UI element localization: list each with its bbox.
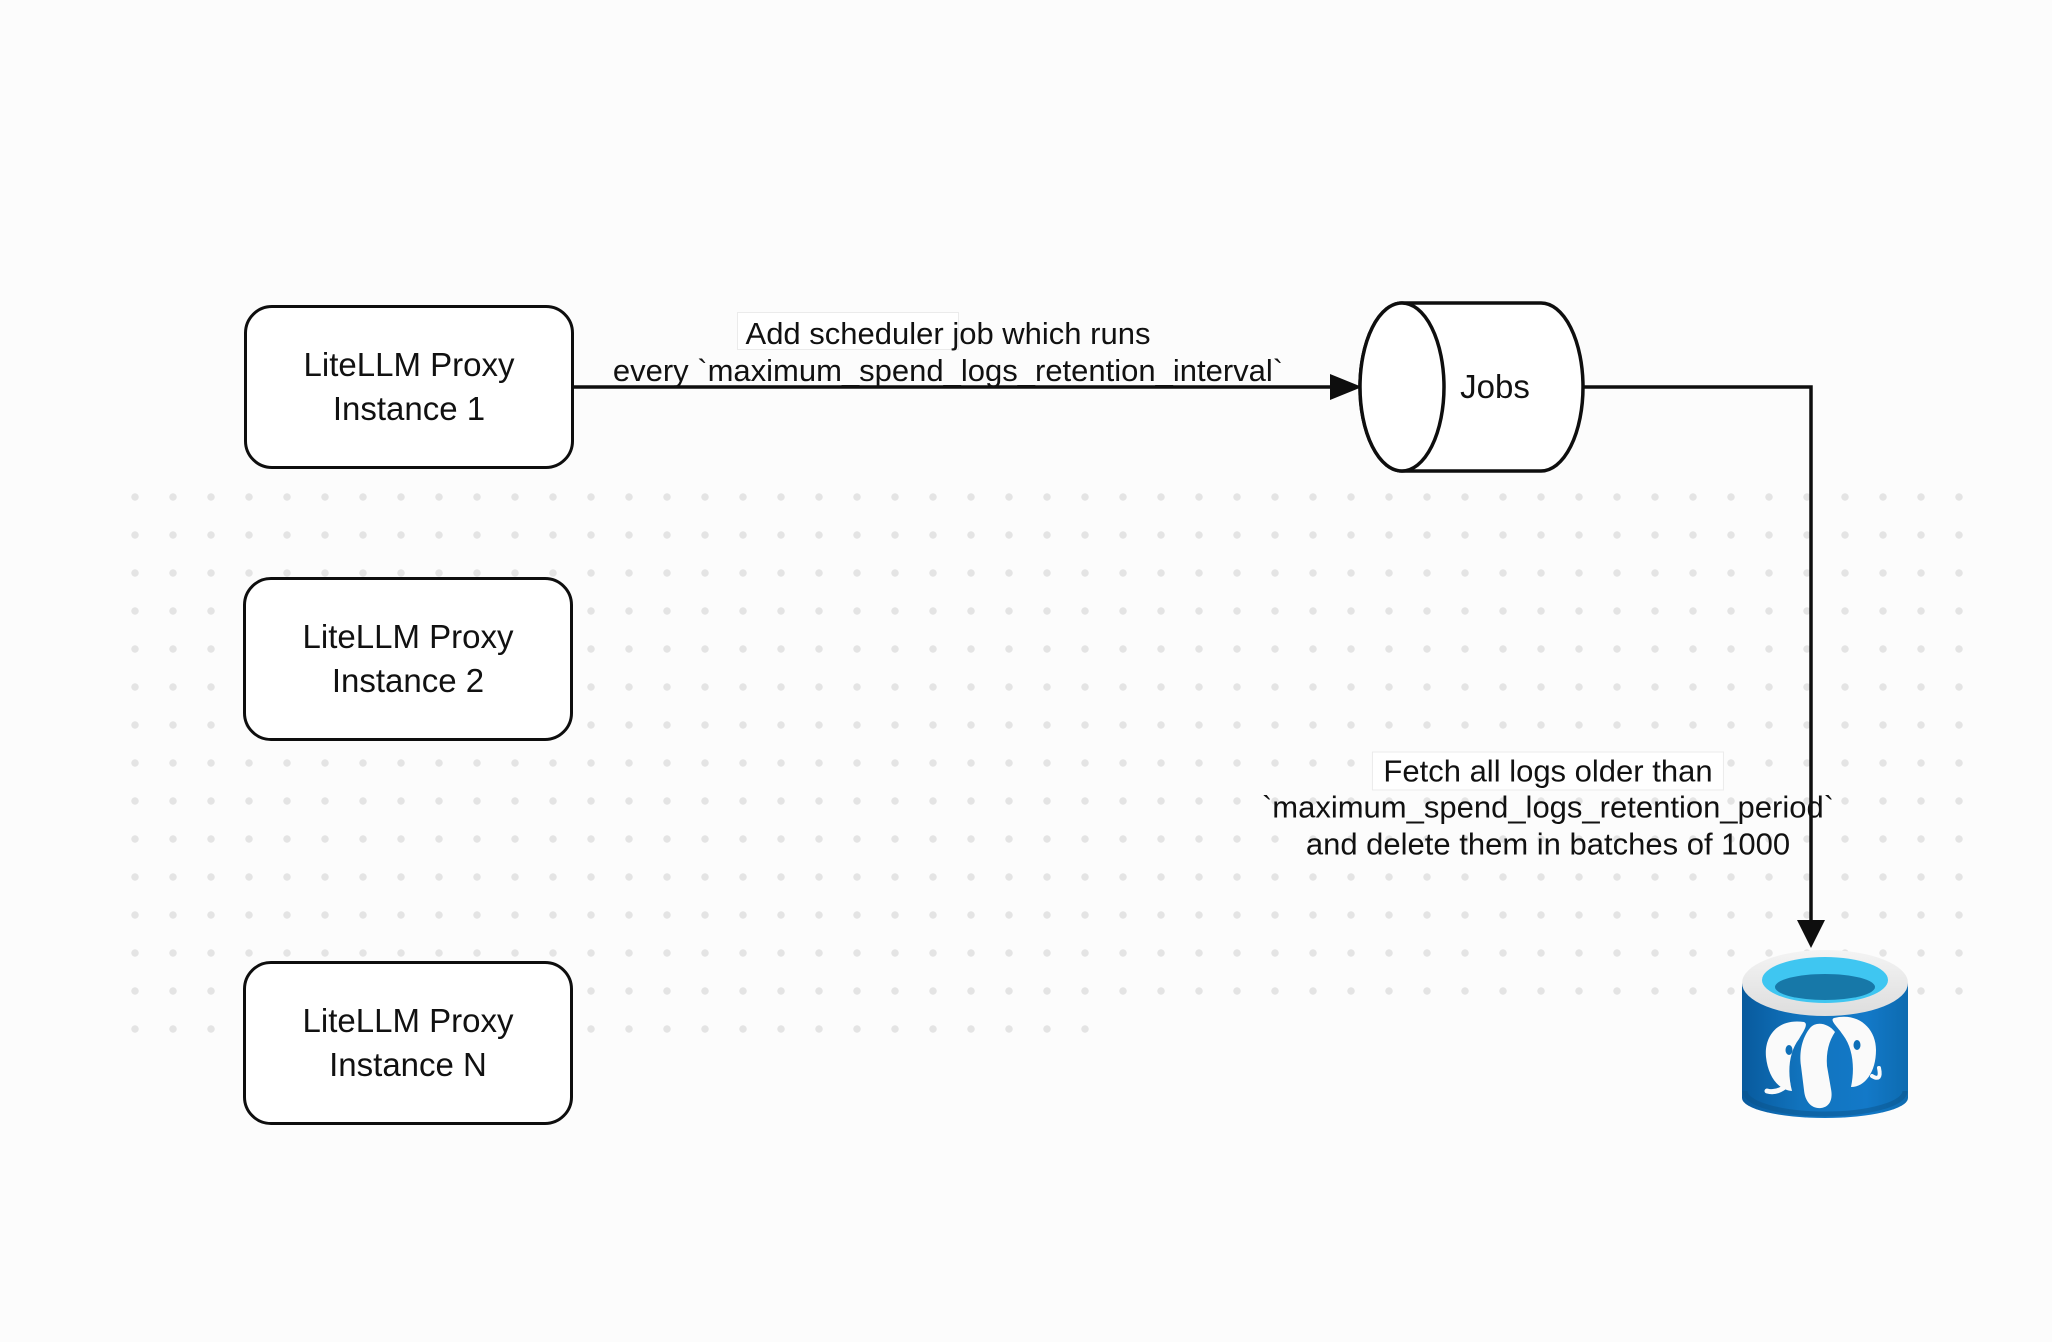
node-label: Instance N	[329, 1046, 487, 1083]
fetch-edge-label-line1: Fetch all logs older than	[1372, 751, 1724, 791]
jobs-node-label: Jobs	[1460, 368, 1530, 405]
scheduler-edge-label-line2: every `maximum_spend_logs_retention_inte…	[612, 353, 1284, 388]
fetch-edge-label-line3: and delete them in batches of 1000	[1305, 826, 1791, 862]
node-label: Instance 2	[331, 662, 485, 699]
label-background-box	[737, 312, 959, 350]
node-litellm-proxy-instance-2: LiteLLM Proxy Instance 2	[243, 577, 573, 741]
fetch-arrowhead-icon	[1797, 920, 1825, 948]
scheduler-edge-label-line1: Add scheduler job which runs	[745, 316, 1151, 351]
node-label: LiteLLM Proxy	[303, 346, 515, 383]
jobs-cylinder-icon	[1358, 301, 1585, 473]
postgresql-icon	[1742, 950, 1908, 1118]
node-label: LiteLLM Proxy	[302, 618, 514, 655]
node-label: Instance 1	[332, 390, 486, 427]
node-litellm-proxy-instance-1: LiteLLM Proxy Instance 1	[244, 305, 574, 469]
postgres-cylinder-bottom-shade	[1742, 1090, 1908, 1117]
scheduler-arrowhead-icon	[1330, 374, 1362, 400]
fetch-edge-label-line2: `maximum_spend_logs_retention_period`	[1261, 789, 1835, 825]
fetch-arrow-line	[1583, 385, 1813, 922]
dot-grid	[116, 478, 1978, 1010]
postgres-elephant-icon	[1764, 1016, 1882, 1109]
scheduler-edge-label: Add scheduler job which runs every `maxi…	[613, 315, 1283, 389]
node-label: LiteLLM Proxy	[302, 1002, 514, 1039]
fetch-edge-label: Fetch all logs older than `maximum_spend…	[1261, 751, 1835, 863]
node-litellm-proxy-instance-n: LiteLLM Proxy Instance N	[243, 961, 573, 1125]
postgres-cylinder-opening-liquid	[1775, 974, 1875, 1000]
